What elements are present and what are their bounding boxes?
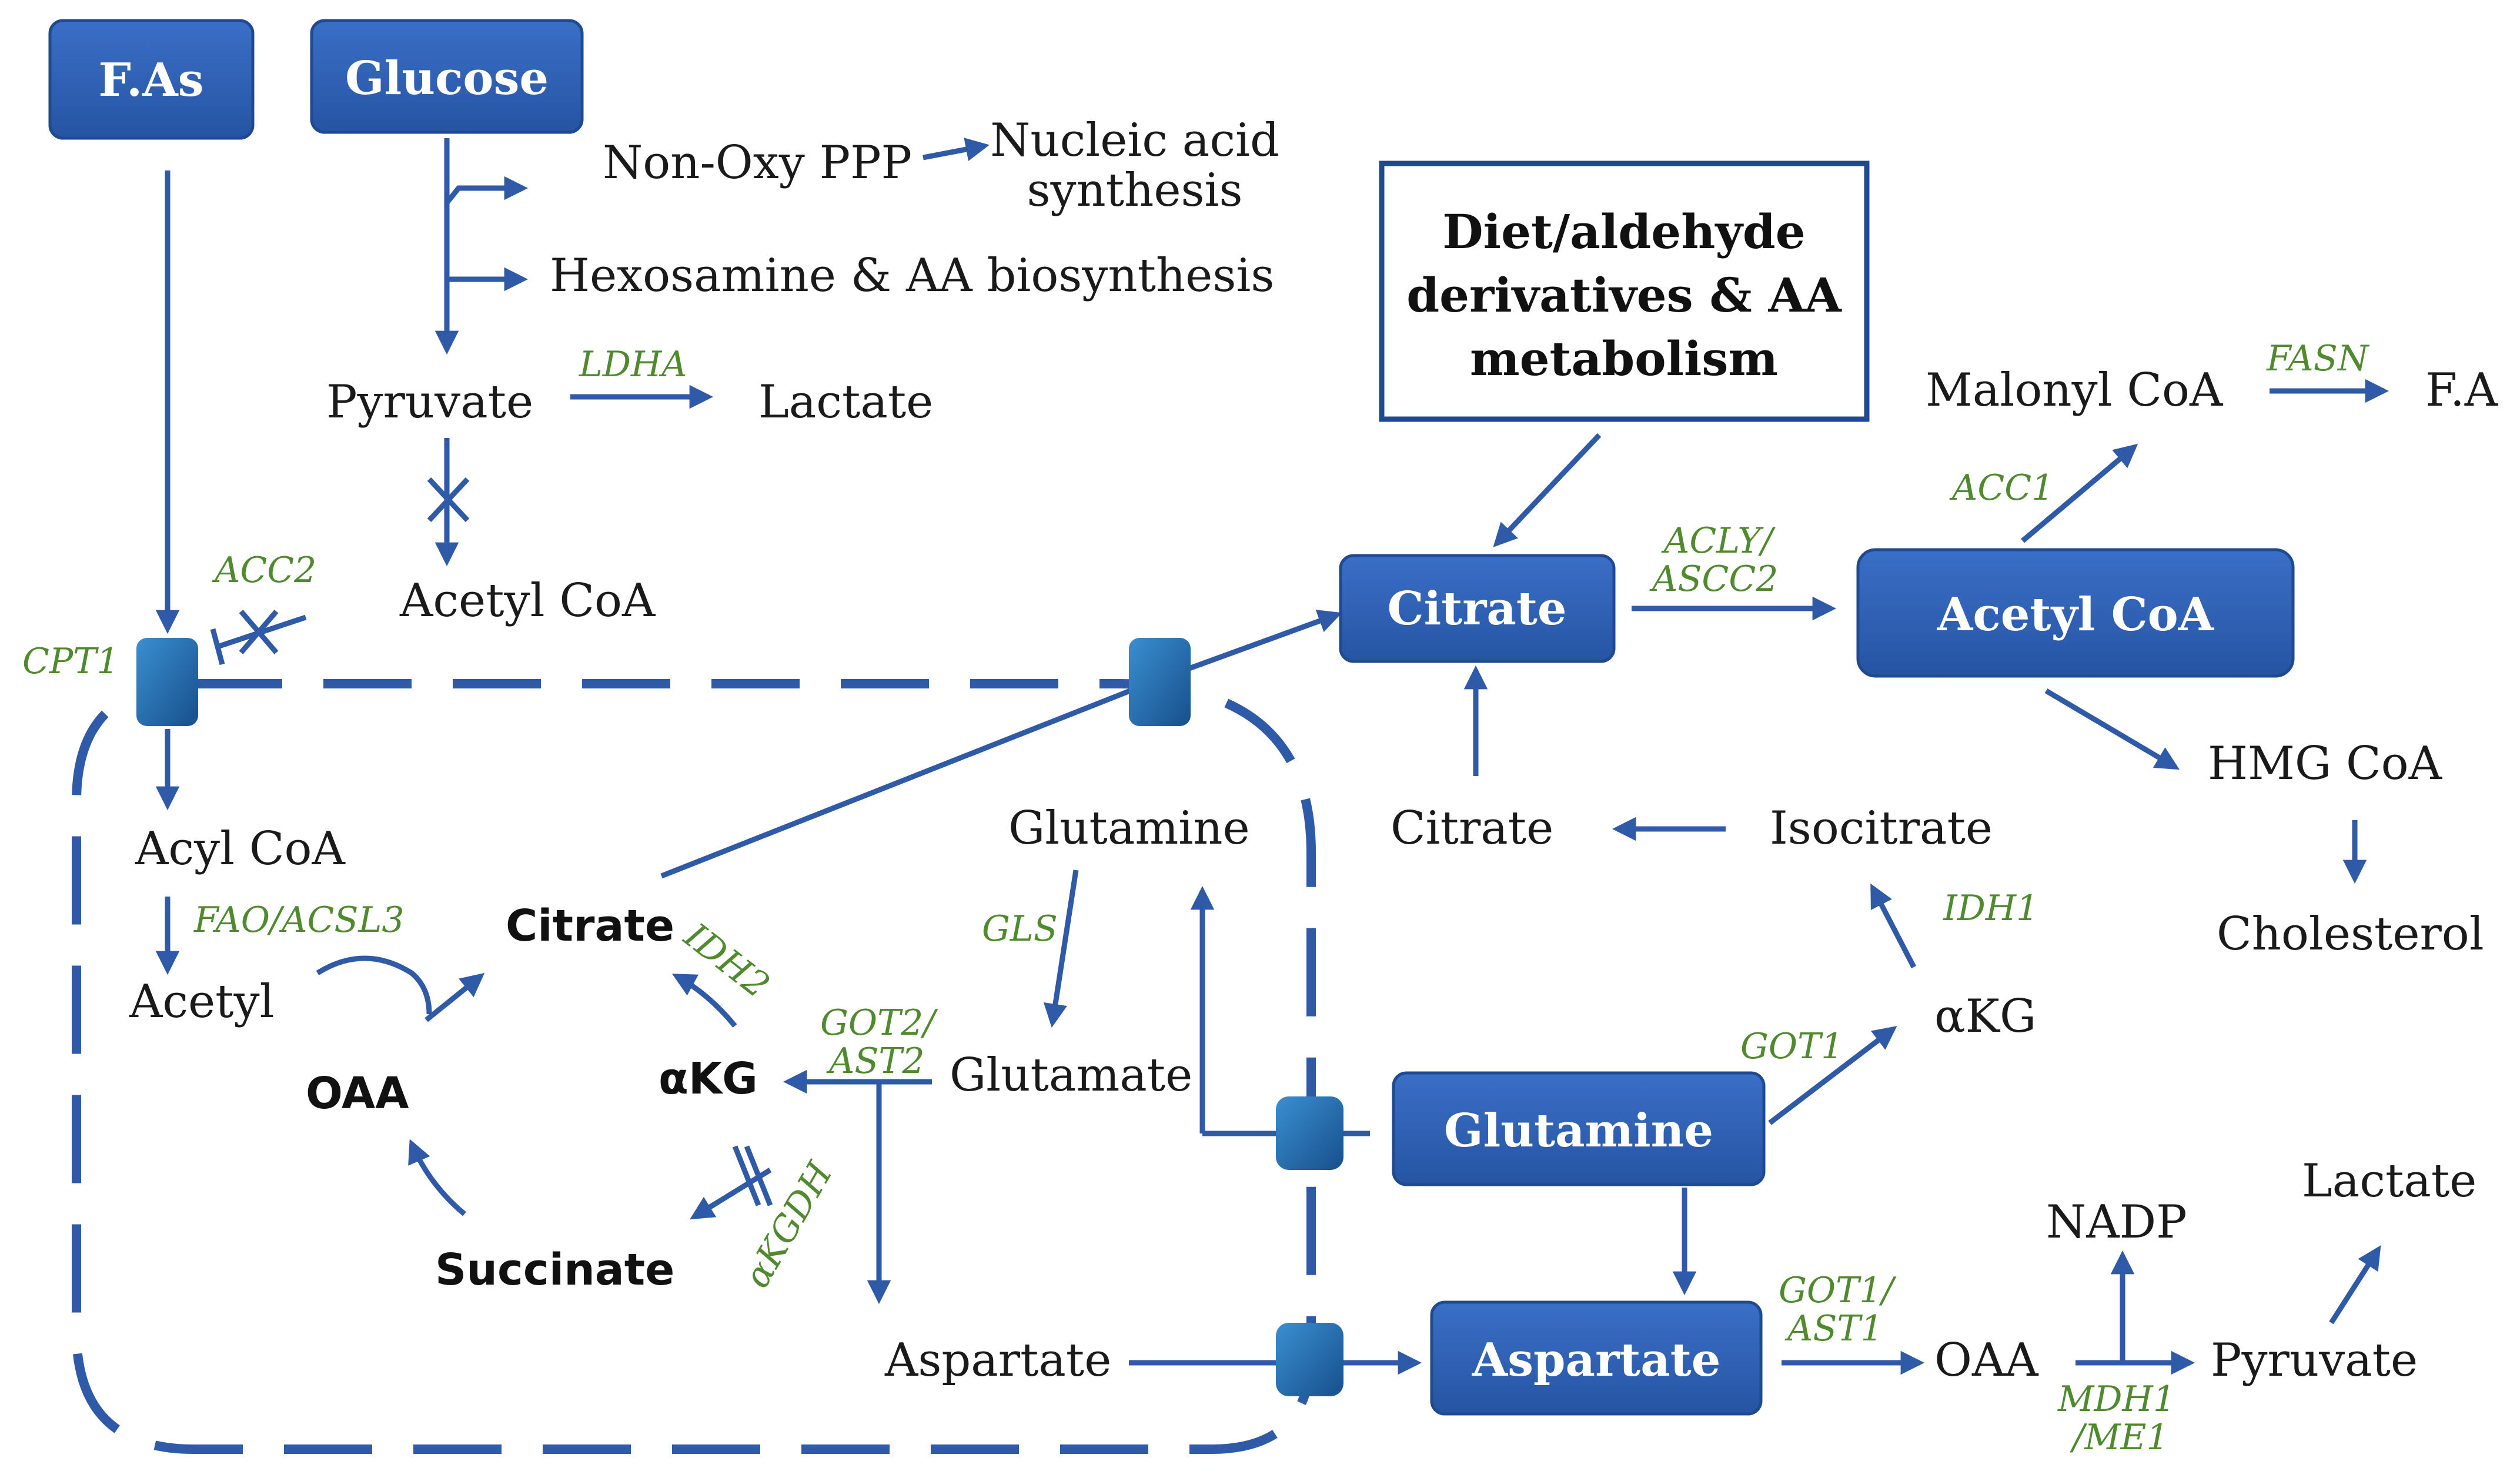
transporters	[136, 638, 1343, 1396]
enzyme-got2: GOT2/	[820, 1002, 938, 1044]
label-non-oxy-ppp: Non-Oxy PPP	[603, 136, 912, 189]
enzyme-idh2: IDH2	[676, 915, 777, 1006]
svg-text:Diet/aldehyde: Diet/aldehyde	[1442, 204, 1805, 259]
label-pyruvate-top: Pyruvate	[326, 376, 533, 429]
enzyme-gls: GLS	[982, 908, 1058, 949]
enzyme-me1: /ME1	[2070, 1417, 2169, 1458]
label-pyruvate-right: Pyruvate	[2211, 1334, 2418, 1387]
metabolite-labels: Non-Oxy PPP Nucleic acid synthesis Hexos…	[129, 114, 2499, 1387]
label-nucleic-acid: Nucleic acid	[990, 114, 1279, 167]
enzyme-acc2: ACC2	[212, 550, 316, 591]
label-succinate: Succinate	[435, 1245, 674, 1295]
label-aspartate-mito: Aspartate	[884, 1334, 1111, 1387]
enzyme-ast2: AST2	[826, 1041, 925, 1082]
label-oaa-mito: OAA	[306, 1068, 409, 1119]
transporter-citrate	[1129, 638, 1191, 726]
label-akg-cyto: αKG	[1934, 990, 2036, 1043]
enzyme-cpt1: CPT1	[22, 641, 119, 682]
label-oaa-cyto: OAA	[1934, 1334, 2039, 1387]
svg-text:metabolism: metabolism	[1470, 331, 1778, 386]
svg-text:Citrate: Citrate	[1387, 582, 1566, 636]
enzyme-acc1: ACC1	[1949, 467, 2054, 509]
label-nadp: NADP	[2046, 1196, 2187, 1249]
label-hexosamine: Hexosamine & AA biosynthesis	[550, 249, 1274, 302]
enzyme-ldha: LDHA	[579, 344, 687, 385]
label-glutamine-mito: Glutamine	[1008, 802, 1250, 855]
svg-text:derivatives & AA: derivatives & AA	[1406, 267, 1841, 323]
label-citrate-mito: Citrate	[506, 901, 674, 951]
transporter-glutamine	[1276, 1096, 1343, 1170]
diet-box: Diet/aldehyde derivatives & AA metabolis…	[1379, 160, 1870, 422]
fas-box: F.As	[48, 19, 255, 140]
enzyme-akgdh: αKGDH	[736, 1155, 841, 1295]
svg-text:F.As: F.As	[98, 53, 203, 107]
enzyme-fasn: FASN	[2266, 338, 2370, 379]
enzyme-acly: ACLY/	[1661, 520, 1776, 561]
label-lactate-right: Lactate	[2302, 1155, 2476, 1208]
label-isocitrate: Isocitrate	[1770, 802, 1993, 855]
svg-text:Glucose: Glucose	[345, 52, 549, 105]
pathway-arrows	[155, 138, 2389, 1375]
enzyme-got1-slash: GOT1/	[1779, 1270, 1897, 1311]
label-fa: F.A	[2425, 364, 2499, 417]
label-akg-mito: αKG	[659, 1054, 758, 1104]
svg-text:Glutamine: Glutamine	[1444, 1104, 1713, 1158]
label-acetyl: Acetyl	[129, 975, 275, 1028]
label-acetyl-coa-top: Acetyl CoA	[399, 574, 656, 627]
glucose-box: Glucose	[310, 19, 584, 134]
label-lactate-top: Lactate	[758, 376, 933, 429]
enzyme-mdh1: MDH1	[2057, 1379, 2175, 1420]
aspartate-box: Aspartate	[1430, 1300, 1763, 1416]
label-cholesterol: Cholesterol	[2217, 908, 2484, 961]
label-synthesis: synthesis	[1027, 164, 1242, 217]
enzyme-fao-acsl3: FAO/ACSL3	[193, 899, 405, 941]
enzyme-labels: LDHA ACC2 CPT1 ACLY/ ASCC2 ACC1 FASN IDH…	[22, 338, 2370, 1458]
transporter-aspartate	[1276, 1323, 1343, 1396]
label-malonyl-coa: Malonyl CoA	[1926, 364, 2224, 417]
glutamine-box: Glutamine	[1392, 1071, 1766, 1186]
enzyme-ascc2: ASCC2	[1649, 559, 1778, 600]
label-acyl-coa: Acyl CoA	[135, 822, 346, 875]
enzyme-ast1: AST1	[1784, 1308, 1883, 1349]
mitochondrion-outline	[72, 679, 1316, 1454]
acetyl-coa-box: Acetyl CoA	[1856, 548, 2295, 678]
enzyme-idh1: IDH1	[1943, 888, 2038, 929]
enzyme-got1: GOT1	[1740, 1026, 1843, 1067]
svg-text:Acetyl CoA: Acetyl CoA	[1937, 588, 2215, 641]
transporter-cpt1	[136, 638, 198, 726]
label-glutamate: Glutamate	[950, 1049, 1192, 1102]
label-hmg-coa: HMG CoA	[2208, 737, 2443, 790]
citrate-box: Citrate	[1339, 554, 1616, 663]
label-citrate-cyto: Citrate	[1391, 802, 1553, 855]
svg-text:Aspartate: Aspartate	[1472, 1333, 1721, 1387]
